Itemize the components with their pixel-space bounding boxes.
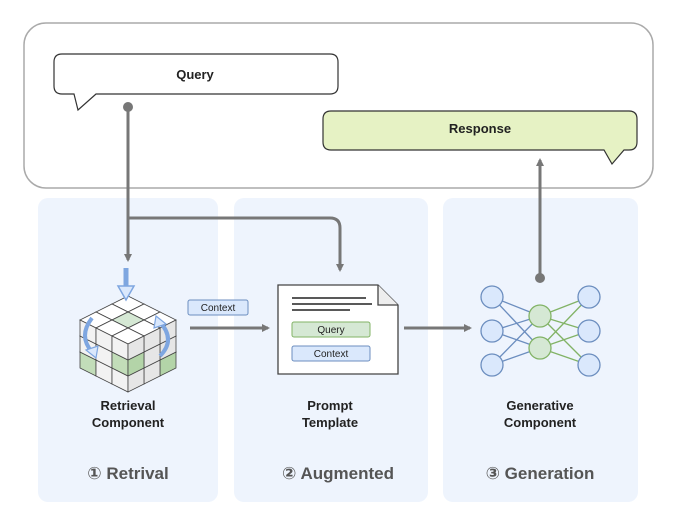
retrieval-title-line1: Retrieval bbox=[101, 398, 156, 413]
cube-icon bbox=[79, 268, 177, 393]
io-container bbox=[23, 22, 654, 189]
generation-title-line2: Component bbox=[504, 415, 577, 430]
neural-network-icon bbox=[480, 285, 601, 377]
document-fold bbox=[377, 285, 398, 306]
template-title-line1: Prompt bbox=[307, 398, 353, 413]
template-context-slot bbox=[291, 345, 371, 362]
template-query-label: Query bbox=[317, 325, 344, 336]
query-label: Query bbox=[176, 67, 214, 82]
generation-title-line1: Generative bbox=[506, 398, 573, 413]
augmented-stage-label: ② Augmented bbox=[282, 464, 394, 483]
response-bubble[interactable] bbox=[322, 110, 638, 166]
query-bubble[interactable] bbox=[53, 53, 339, 112]
context-tag bbox=[187, 299, 249, 316]
retrieval-title-line2: Component bbox=[92, 415, 165, 430]
template-query-slot bbox=[291, 321, 371, 338]
generation-stage-label: ③ Generation bbox=[486, 464, 595, 483]
query-to-template-arrow bbox=[128, 216, 344, 272]
retrieval-stage-label: ① Retrival bbox=[87, 464, 168, 483]
context-tag-label: Context bbox=[201, 303, 236, 314]
response-label: Response bbox=[449, 121, 511, 136]
template-context-label: Context bbox=[314, 349, 349, 360]
template-title-line2: Template bbox=[302, 415, 358, 430]
